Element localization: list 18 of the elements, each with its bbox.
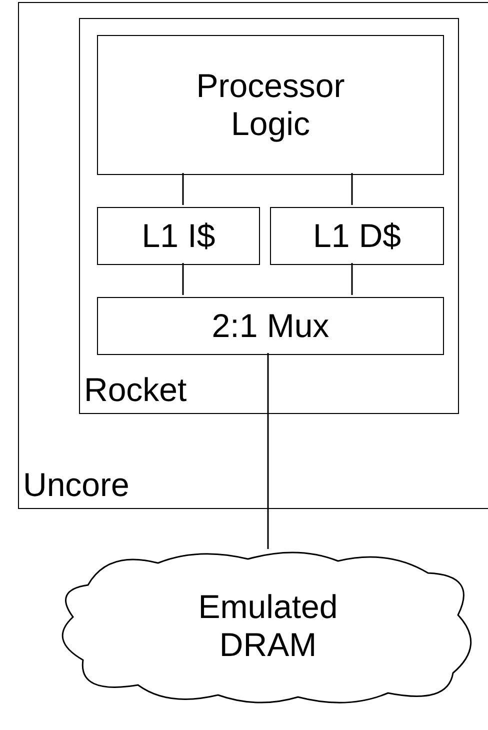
block-label: L1 I$: [140, 216, 216, 256]
connector-line: [182, 173, 184, 205]
connector-line: [351, 263, 353, 295]
block-label: Emulated DRAM: [197, 587, 339, 665]
connector-line: [351, 173, 353, 205]
block-label: Processor Logic: [195, 66, 346, 144]
component-box: [97, 297, 444, 355]
block-label: Rocket: [84, 371, 187, 409]
connector-line: [267, 353, 269, 549]
component-box: [270, 207, 444, 265]
block-box: [79, 18, 459, 414]
block-label: L1 D$: [312, 216, 402, 256]
block-label: 2:1 Mux: [210, 306, 330, 346]
connector-line: [182, 263, 184, 295]
component-box: [97, 207, 260, 265]
block-box: [18, 2, 488, 509]
block-label: Uncore: [23, 466, 130, 504]
component-box: [97, 35, 444, 175]
